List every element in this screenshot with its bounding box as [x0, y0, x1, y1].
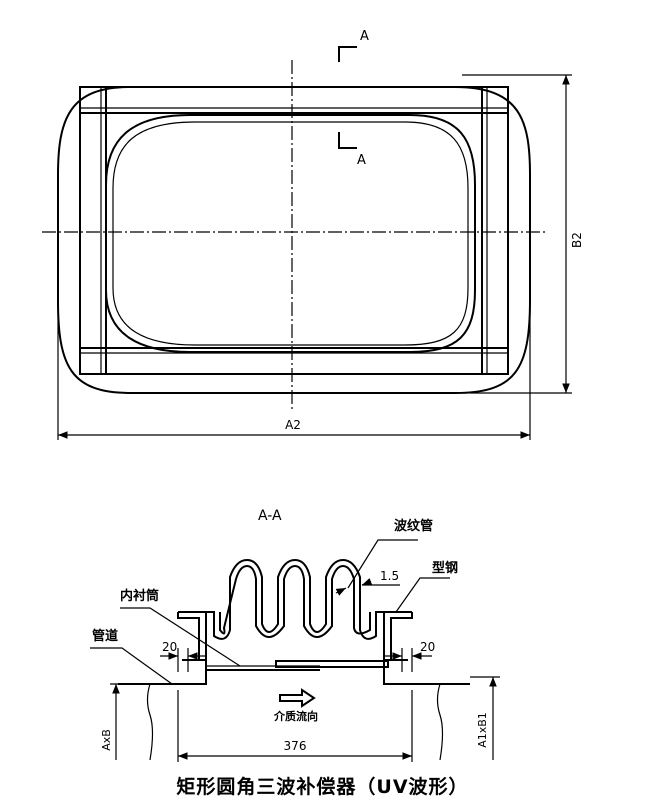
dimension-b2-label: B2 [570, 232, 584, 248]
label-bellows: 波纹管 [394, 518, 433, 534]
section-marker-bottom: A [357, 153, 366, 168]
left-pipe-flange [182, 659, 207, 685]
dimension-thickness: 1.5 [380, 569, 399, 583]
dimension-right-size: A1xB1 [476, 712, 489, 748]
label-flow-direction: 介质流向 [273, 709, 318, 723]
right-pipe-flange [383, 659, 408, 685]
label-steel-section: 型钢 [432, 560, 458, 576]
section-view-title: A-A [258, 508, 282, 524]
dimension-gap-right: 20 [420, 640, 435, 654]
inner-sleeve-overlap [275, 660, 389, 668]
outer-bellows-outline [57, 86, 531, 394]
right-angle-steel [383, 611, 413, 661]
flow-direction-arrow [279, 688, 316, 708]
label-inner-sleeve: 内衬筒 [120, 588, 159, 604]
dimension-gap-left: 20 [162, 640, 177, 654]
right-flange-bar [481, 86, 509, 375]
dimension-left-size: AxB [100, 729, 113, 751]
dimension-length: 376 [284, 739, 307, 753]
left-flange-bar [79, 86, 107, 375]
left-angle-steel [177, 611, 207, 661]
inner-opening-offset [112, 121, 469, 346]
top-view: A A B2 A2 [42, 29, 584, 440]
section-marker-top: A [360, 29, 369, 44]
inner-opening-outline [105, 114, 476, 353]
dimension-a2-label: A2 [285, 418, 301, 432]
top-flange-bar [79, 86, 509, 114]
section-view: A-A 波纹管 型钢 内衬筒 管道 1.5 [90, 508, 500, 762]
bellows-wave-inner [219, 564, 371, 638]
figure-caption: 矩形圆角三波补偿器（UV波形） [176, 776, 469, 798]
label-pipe: 管道 [92, 628, 118, 644]
bellows-wave-outer [206, 558, 384, 640]
